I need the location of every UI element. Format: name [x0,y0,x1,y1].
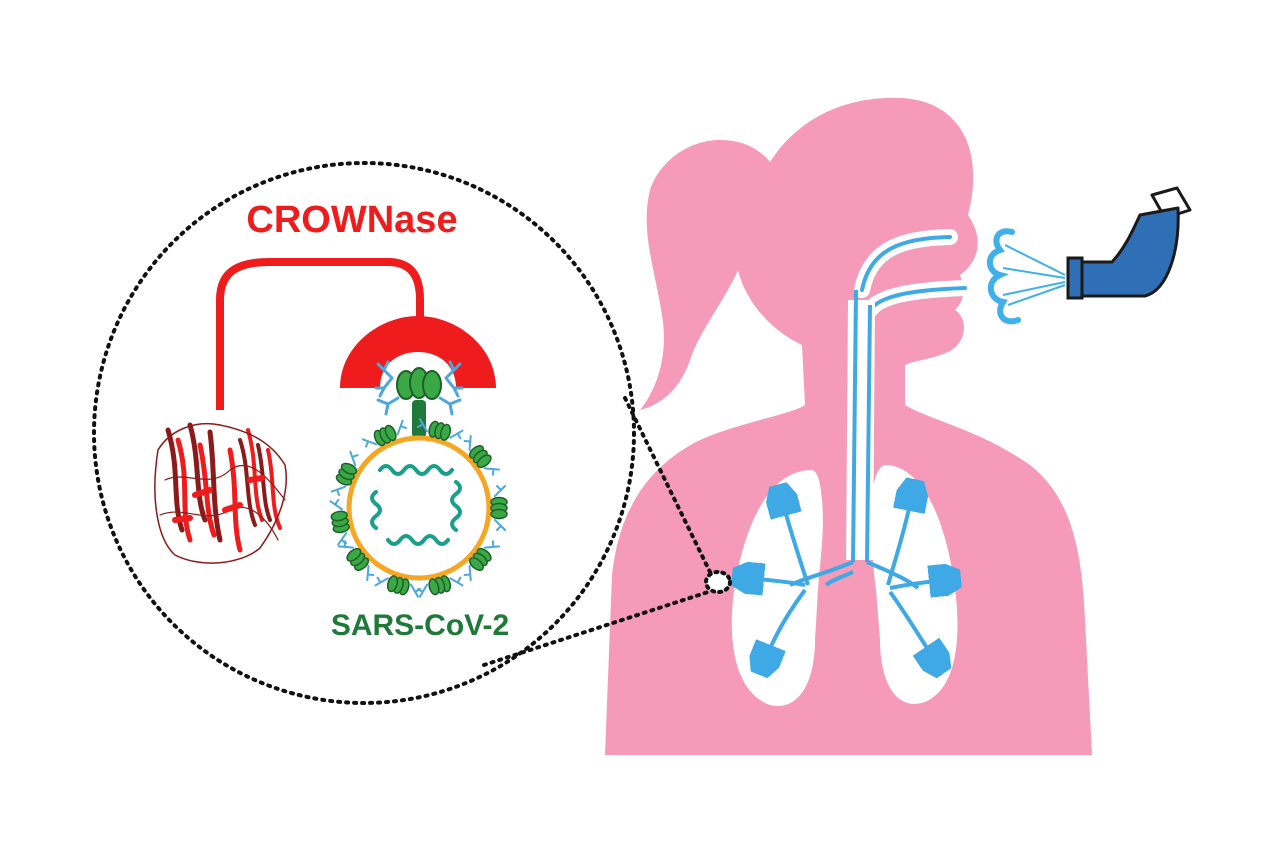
crownase-linker [216,258,424,410]
viral-rna [370,464,462,546]
zoom-connector-bottom [482,590,710,667]
arrow-right-side [889,580,945,588]
spray-cloud [986,228,1021,325]
glycan [330,450,359,496]
virus-label: SARS-CoV-2 [331,609,509,642]
spike-protein [463,434,501,476]
crownase-label: CROWNase [246,199,457,241]
spike-protein [416,418,464,441]
crownase-construct: CROWNase [216,199,496,410]
spike-protein [361,419,407,448]
glycan [329,498,348,546]
virus-particle [329,360,508,598]
glycan [416,418,464,440]
glycan [374,576,422,598]
arrow-left-up [782,500,810,586]
protein-structure [154,422,287,564]
inhaler-mouthpiece [1066,256,1084,300]
spike-protein [337,540,375,582]
arrow-left-side [748,578,806,585]
spike-protein [329,498,350,546]
crownase-binding-domain [340,316,496,388]
viral-envelope [346,435,492,581]
zoom-circle [92,161,636,705]
spike-protein [463,540,501,582]
arrow-right-up [886,495,912,586]
glycan [494,485,506,531]
inhaler-icon [1066,186,1192,300]
glycan [361,419,407,448]
bound-spike-head [396,367,442,400]
spike-protein [416,575,464,598]
spike-protein [330,450,359,496]
spike-protein [490,485,508,531]
lung-arrows [748,495,945,660]
glycan [337,540,375,582]
zoom-inset [92,161,732,705]
arrow-left-down [765,588,807,660]
glycan [463,434,501,476]
glycan [463,540,501,582]
spike-protein [374,575,422,598]
zoom-target-spot [704,570,732,594]
glycan [416,576,464,598]
zoom-connector-top [623,396,712,574]
bound-spike-stalk [412,400,426,438]
receptor-glycans [374,360,464,416]
inhaler-body [1068,206,1180,298]
surface-spikes [329,418,508,598]
arrow-right-down [888,590,935,660]
spray-mist [986,228,1066,325]
